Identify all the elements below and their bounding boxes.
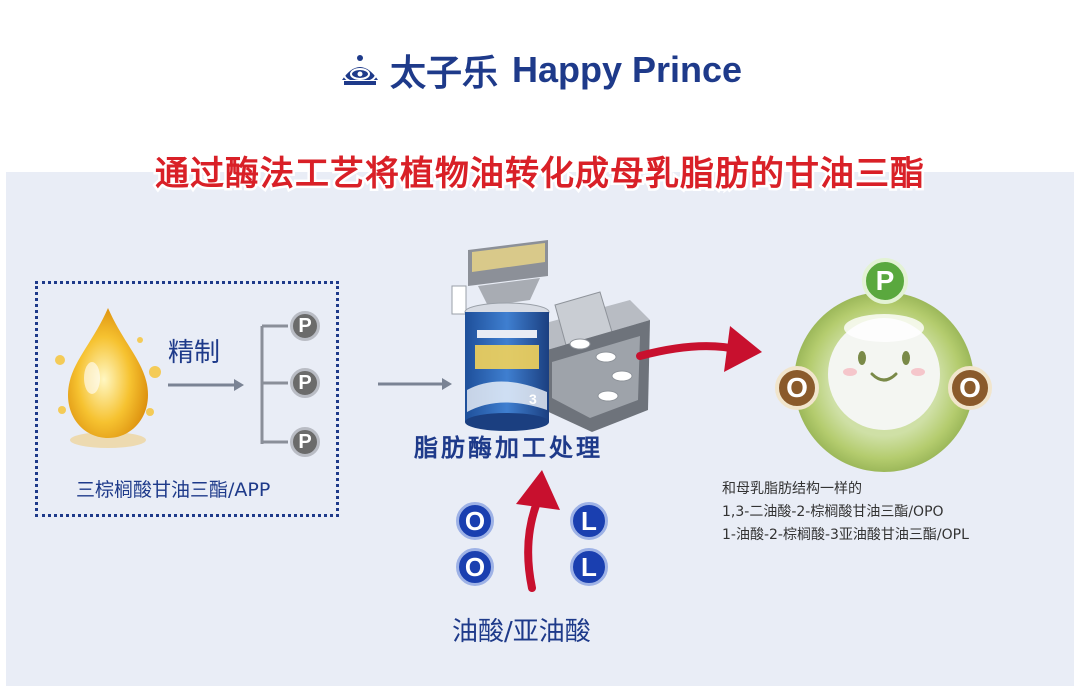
molecule-o-circle-left: O	[775, 366, 819, 410]
molecule-o-circle-right: O	[948, 366, 992, 410]
palmitic-p-circle: P	[290, 368, 320, 398]
to-result-arrow	[640, 326, 762, 372]
oleic-linoleic-label: 油酸/亚油酸	[452, 611, 591, 648]
lipase-process-label: 脂肪酶加工处理	[414, 428, 603, 463]
result-desc-line-1: 和母乳脂肪结构一样的	[722, 478, 862, 498]
app-caption: 三棕榈酸甘油三酯/APP	[76, 475, 270, 502]
oleic-o-circle: O	[456, 502, 494, 540]
refine-label: 精制	[168, 332, 220, 369]
palmitic-p-circle: P	[290, 311, 320, 341]
result-desc-line-3: 1-油酸-2-棕榈酸-3亚油酸甘油三酯/OPL	[722, 524, 969, 544]
oil-drop-icon	[55, 308, 161, 448]
p-bracket	[262, 326, 288, 444]
molecule-p-circle: P	[862, 258, 908, 304]
linoleic-l-circle: L	[570, 548, 608, 586]
to-process-arrow	[378, 378, 452, 390]
oleic-up-arrow	[516, 470, 560, 588]
svg-text:3: 3	[529, 391, 537, 407]
palmitic-p-circle: P	[290, 427, 320, 457]
opo-molecule-ring	[794, 292, 974, 472]
oleic-o-circle: O	[456, 548, 494, 586]
refine-arrow	[168, 379, 244, 391]
formula-can-icon: 3	[465, 303, 549, 431]
result-desc-line-2: 1,3-二油酸-2-棕榈酸甘油三酯/OPO	[722, 501, 944, 521]
linoleic-l-circle: L	[570, 502, 608, 540]
